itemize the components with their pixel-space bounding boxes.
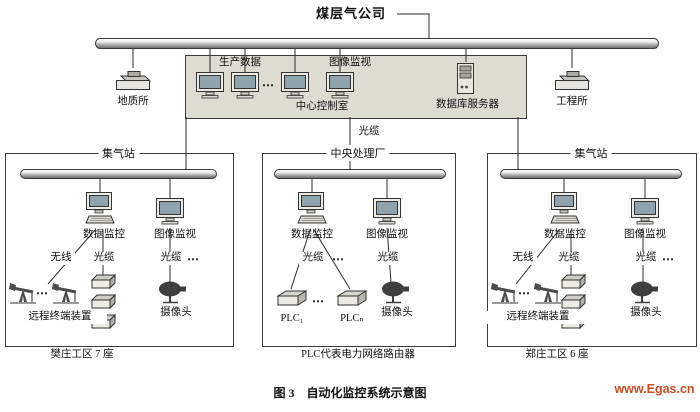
monitor-icon [231, 72, 259, 99]
plc-box-icon [276, 290, 308, 306]
ellipsis: ⋯ [187, 252, 200, 266]
plant-title: 中央处理厂 [326, 145, 390, 161]
wireless-label: 无线 [509, 252, 537, 265]
plc1-label: PLC₁ [280, 313, 304, 324]
ellipsis: ⋯ [312, 294, 325, 308]
pumpjack-icon [9, 283, 36, 304]
camera-icon [382, 281, 409, 304]
monitor-icon [281, 72, 309, 99]
ellipsis: ⋯ [332, 252, 345, 266]
database-server-icon [457, 63, 474, 94]
rtu-label: 远程终端装置 [487, 311, 589, 324]
rtu-stack-icon [90, 273, 117, 330]
db-server-label: 数据库服务器 [436, 99, 499, 110]
right-office-label: 工程所 [556, 96, 588, 107]
station-title: 集气站 [570, 145, 612, 161]
pumpjack-icon [491, 283, 518, 304]
main-network-bus [95, 38, 659, 49]
computer-icon [550, 192, 580, 224]
station-bus [20, 169, 217, 179]
cable-label: 光缆 [555, 252, 583, 265]
cable-label: 光缆 [299, 252, 327, 265]
camera-label: 摄像头 [368, 307, 426, 320]
monitor-icon [326, 72, 354, 99]
computer-icon [297, 192, 327, 224]
control-room-content: 生产数据 图像监视 ⋯ 中心控制室 数据库服务器 [185, 55, 525, 117]
station-bus [500, 169, 682, 179]
station-right-content: 集气站 数据监控 图像监视 无线 光缆 光缆 ⋯ ⋯ 摄像头 远程终端装置 郑庄… [487, 145, 695, 360]
camera-label: 摄像头 [147, 307, 205, 320]
optical-cable-label: 光缆 [358, 126, 380, 137]
image-monitor-label: 图像监视 [624, 229, 666, 240]
left-office-label: 地质所 [117, 96, 149, 107]
image-monitor-label: 图像监视 [329, 57, 371, 68]
camera-icon [159, 281, 186, 304]
ellipsis: ⋯ [262, 78, 275, 92]
cable-label: 光缆 [374, 252, 402, 265]
data-monitor-label: 数据监控 [291, 229, 333, 240]
monitor-icon [156, 198, 184, 225]
wireless-label: 无线 [47, 252, 75, 265]
monitor-icon [631, 198, 659, 225]
plant-footer-label: PLC代表电力网络路由器 [301, 349, 415, 360]
image-monitor-label: 图像监视 [154, 229, 196, 240]
pumpjack-icon [52, 283, 79, 304]
cable-label: 光缆 [632, 252, 660, 265]
station-footer-label: 郑庄工区 6 座 [525, 349, 589, 360]
ellipsis: ⋯ [662, 252, 675, 266]
plant-bus [274, 169, 446, 179]
station-title: 集气站 [98, 145, 139, 161]
pumpjack-icon [534, 283, 561, 304]
camera-label: 摄像头 [617, 307, 675, 320]
station-left-content: 集气站 数据监控 图像监视 无线 光缆 光缆 ⋯ ⋯ 摄像头 远程终端装置 樊庄… [5, 145, 232, 360]
control-room-label: 中心控制室 [295, 101, 349, 112]
camera-icon [631, 281, 658, 304]
desktop-computer-icon [555, 71, 591, 90]
cable-label: 光缆 [157, 252, 185, 265]
plc-box-icon [336, 290, 368, 306]
station-footer-label: 樊庄工区 7 座 [50, 349, 114, 360]
data-monitor-label: 数据监控 [83, 229, 125, 240]
cable-label: 光缆 [90, 252, 118, 265]
data-monitor-label: 数据监控 [544, 229, 586, 240]
rtu-label: 远程终端装置 [13, 311, 107, 324]
ellipsis: ⋯ [518, 286, 531, 300]
computer-icon [85, 192, 115, 224]
monitor-icon [373, 198, 401, 225]
watermark: www.Egas.cn [614, 382, 695, 396]
company-title: 煤层气公司 [315, 6, 386, 21]
figure-caption: 图 3 自动化监控系统示意图 [273, 386, 427, 400]
plcn-label: PLCₙ [340, 313, 364, 324]
production-data-label: 生产数据 [219, 57, 261, 68]
desktop-computer-icon [116, 71, 152, 90]
image-monitor-label: 图像监视 [366, 229, 408, 240]
plant-center-content: 中央处理厂 数据监控 图像监视 光缆 ⋯ 光缆 ⋯ PLC₁ PLCₙ 摄像头 … [262, 145, 454, 360]
ellipsis: ⋯ [36, 286, 49, 300]
monitor-icon [196, 72, 224, 99]
